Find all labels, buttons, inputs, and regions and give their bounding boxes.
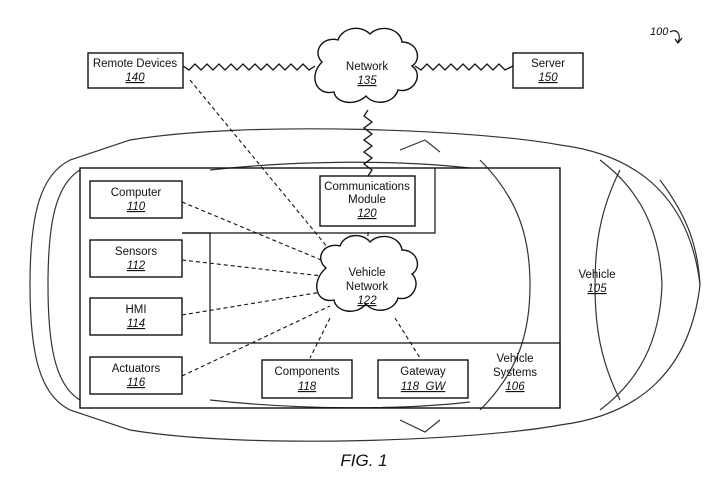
comms-module-number: 120 bbox=[357, 208, 377, 220]
vehicle-network-cloud: Vehicle Network 122 bbox=[316, 235, 419, 312]
vehicle-network-label-line2: Network bbox=[346, 281, 388, 293]
figure-reference-arrow bbox=[669, 30, 680, 43]
server-number: 150 bbox=[538, 72, 558, 84]
link-network-server bbox=[414, 63, 514, 71]
vehicle-systems-label: Vehicle Systems 106 bbox=[493, 353, 537, 393]
components-label: Components bbox=[274, 366, 339, 378]
components-box: Components 118 bbox=[261, 359, 353, 399]
figure-caption: FIG. 1 bbox=[340, 451, 387, 470]
components-number: 118 bbox=[298, 381, 317, 393]
vehicle-network-number: 122 bbox=[357, 295, 377, 307]
actuators-label: Actuators bbox=[112, 363, 161, 375]
dashed-links bbox=[181, 79, 421, 377]
network-number: 135 bbox=[357, 75, 377, 87]
comms-module-label-line2: Module bbox=[348, 194, 386, 206]
computer-label: Computer bbox=[111, 187, 162, 199]
remote-devices-label: Remote Devices bbox=[93, 58, 178, 70]
remote-devices-box: Remote Devices 140 bbox=[87, 52, 184, 89]
comms-module-label-line1: Communications bbox=[324, 181, 410, 193]
vehicle-boundary bbox=[79, 167, 561, 409]
hmi-label: HMI bbox=[125, 304, 146, 316]
vehicle-outline bbox=[29, 128, 701, 442]
vehicle-systems-outline bbox=[182, 232, 561, 408]
vehicle-systems-top-edge bbox=[182, 168, 436, 234]
computer-number: 110 bbox=[127, 201, 146, 213]
link-remote-network bbox=[182, 63, 316, 71]
actuators-box: Actuators 116 bbox=[89, 356, 183, 395]
actuators-number: 116 bbox=[127, 377, 146, 389]
comms-module-box: Communications Module 120 bbox=[319, 175, 416, 227]
computer-box: Computer 110 bbox=[89, 180, 183, 219]
vehicle-systems-label-line1: Vehicle bbox=[496, 353, 533, 365]
network-label: Network bbox=[346, 61, 388, 73]
vehicle-label-text: Vehicle bbox=[578, 269, 615, 281]
figure-reference-number: 100 bbox=[650, 26, 669, 38]
sensors-label: Sensors bbox=[115, 246, 157, 258]
vehicle-systems-label-line2: Systems bbox=[493, 367, 537, 379]
link-network-comms bbox=[362, 109, 374, 177]
vehicle-systems-number: 106 bbox=[505, 381, 525, 393]
server-box: Server 150 bbox=[512, 52, 584, 89]
hmi-box: HMI 114 bbox=[89, 297, 183, 336]
gateway-box: Gateway 118_GW bbox=[377, 359, 469, 399]
network-cloud: Network 135 bbox=[314, 27, 419, 103]
figure-reference-arrowhead bbox=[674, 37, 683, 44]
server-label: Server bbox=[531, 58, 565, 70]
vehicle-number: 105 bbox=[587, 283, 607, 295]
sensors-number: 112 bbox=[127, 260, 146, 272]
vehicle-label: Vehicle 105 bbox=[578, 269, 615, 295]
gateway-number: 118_GW bbox=[401, 381, 447, 393]
hmi-number: 114 bbox=[127, 318, 145, 330]
figure-reference: 100 bbox=[650, 26, 683, 44]
vehicle-network-label-line1: Vehicle bbox=[348, 267, 385, 279]
gateway-label: Gateway bbox=[400, 366, 446, 378]
remote-devices-number: 140 bbox=[125, 72, 145, 84]
sensors-box: Sensors 112 bbox=[89, 239, 183, 278]
